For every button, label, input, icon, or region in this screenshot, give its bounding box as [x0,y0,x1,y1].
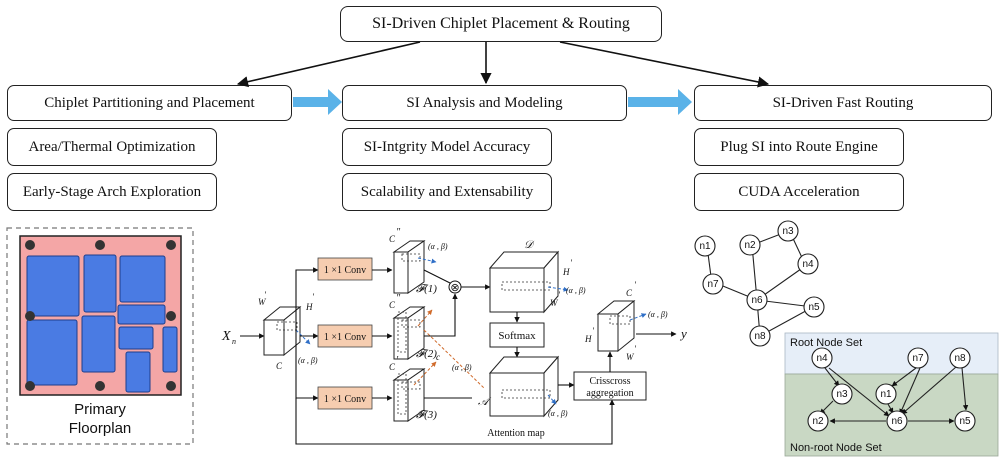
d-label: 𝒟 [524,239,535,251]
output-cube [596,299,636,353]
graph-upper: n1 n2 n3 n4 n7 n6 n5 n8 [694,220,825,347]
set-node-n1: n1 [880,389,892,400]
set-node-n4: n4 [816,353,828,364]
input-cube [262,305,302,357]
header-si-analysis: SI Analysis and Modeling [342,85,627,121]
item-scalability: Scalability and Extensability [342,173,552,211]
conv-label-1: 1 ×1 Conv [324,265,366,276]
out-c-prime: ′ [634,280,637,290]
page-title: SI-Driven Chiplet Placement & Routing [372,15,630,32]
set-node-n8: n8 [954,353,966,364]
flow-arrow-2 [628,89,692,115]
header-partitioning: Chiplet Partitioning and Placement [7,85,292,121]
floorplan: Primary Floorplan [6,227,194,445]
item-early-stage-label: Early-Stage Arch Exploration [22,183,202,200]
input-x-label: X [221,329,231,344]
graph-node-n8: n8 [754,331,766,342]
out-ab-label: (α , β) [648,310,668,319]
d-h-prime: ′ [570,258,573,268]
f2-c-dprime: ″ [396,293,401,304]
input-c-label: C [276,361,283,371]
conv-box-1 [317,257,373,281]
otimes-symbol: ⊗ [450,282,459,294]
out-h-label: H [584,334,592,344]
item-cuda: CUDA Acceleration [694,173,904,211]
f1-ab-label: (α , β) [428,242,448,251]
item-scalability-label: Scalability and Extensability [360,183,534,200]
crisscross-label-2: aggregation [586,388,633,399]
input-w-label: W [258,297,267,307]
out-h-prime: ′ [592,326,595,336]
item-si-accuracy-label: SI-Intgrity Model Accuracy [363,138,531,155]
f1-c-dprime: ″ [396,227,401,238]
graph-node-n2: n2 [744,240,756,251]
set-node-n3: n3 [836,389,848,400]
set-node-n5: n5 [959,416,971,427]
f2-c-label: C [389,300,396,310]
out-w-label: W [626,352,635,362]
item-plug-si-label: Plug SI into Route Engine [720,138,878,155]
f1-c-label: C [389,234,396,244]
f2-label: 𝓕(2) [416,348,437,360]
f3-label: 𝓕(3) [416,409,437,421]
f3-ab-label: (α , β) [452,363,472,372]
output-y-label: y [679,326,687,341]
d-w-prime: ′ [558,290,561,300]
header-routing: SI-Driven Fast Routing [694,85,992,121]
softmax-box [489,322,545,348]
item-area-thermal-label: Area/Thermal Optimization [28,138,196,155]
crisscross-label-1: Crisscross [589,376,630,387]
floorplan-label-2: Floorplan [69,420,132,437]
attention-map-label: Attention map [487,428,545,439]
root-set-label: Root Node Set [790,337,862,349]
input-h-label: H [305,302,313,312]
graph-node-n3: n3 [782,226,794,237]
item-cuda-label: CUDA Acceleration [738,183,860,200]
conv-label-2: 1 ×1 Conv [324,332,366,343]
graph-node-n6: n6 [751,295,763,306]
item-area-thermal: Area/Thermal Optimization [7,128,217,166]
input-ab-label: (α , β) [298,356,318,365]
a-cube [488,355,560,418]
f3-c-prime: ′ [396,355,399,366]
crisscross-box [573,371,647,401]
set-node-n2: n2 [812,416,824,427]
input-w-prime: ′ [264,290,267,300]
title-box: SI-Driven Chiplet Placement & Routing [340,6,662,42]
input-h-prime: ′ [312,292,315,302]
c-small-label: c [436,352,440,362]
header-si-analysis-label: SI Analysis and Modeling [406,94,563,111]
d-ab-label: (α , β) [566,286,586,295]
input-x-sub: n [232,337,236,346]
header-partitioning-label: Chiplet Partitioning and Placement [44,94,255,111]
graph-node-n5: n5 [808,302,820,313]
set-node-n6: n6 [891,416,903,427]
f1-label: 𝓕(1) [416,283,437,295]
conv-label-3: 1 ×1 Conv [324,394,366,405]
top-arrows [236,41,770,88]
graph-node-n4: n4 [802,259,814,270]
out-c-label: C [626,288,633,298]
a-ab-label: (α , β) [548,409,568,418]
graph-node-n1: n1 [699,241,711,252]
item-early-stage: Early-Stage Arch Exploration [7,173,217,211]
out-w-prime: ′ [634,344,637,354]
f3-c-label: C [389,362,396,372]
d-w-label: W [550,298,559,308]
graph-node-n7: n7 [707,279,719,290]
softmax-label: Softmax [498,330,536,342]
d-h-label: H [562,267,570,277]
nonroot-set-label: Non-root Node Set [790,442,882,454]
flow-arrow-1 [293,89,342,115]
item-si-accuracy: SI-Intgrity Model Accuracy [342,128,552,166]
node-sets: Root Node Set Non-root Node Set n4 [784,332,999,457]
set-node-n7: n7 [912,353,924,364]
attention-network: X n W ′ H ′ C (α , β) 1 ×1 Conv 1 ×1 Con… [221,227,687,445]
floorplan-label-1: Primary [74,401,126,418]
header-routing-label: SI-Driven Fast Routing [772,94,914,111]
item-plug-si: Plug SI into Route Engine [694,128,904,166]
